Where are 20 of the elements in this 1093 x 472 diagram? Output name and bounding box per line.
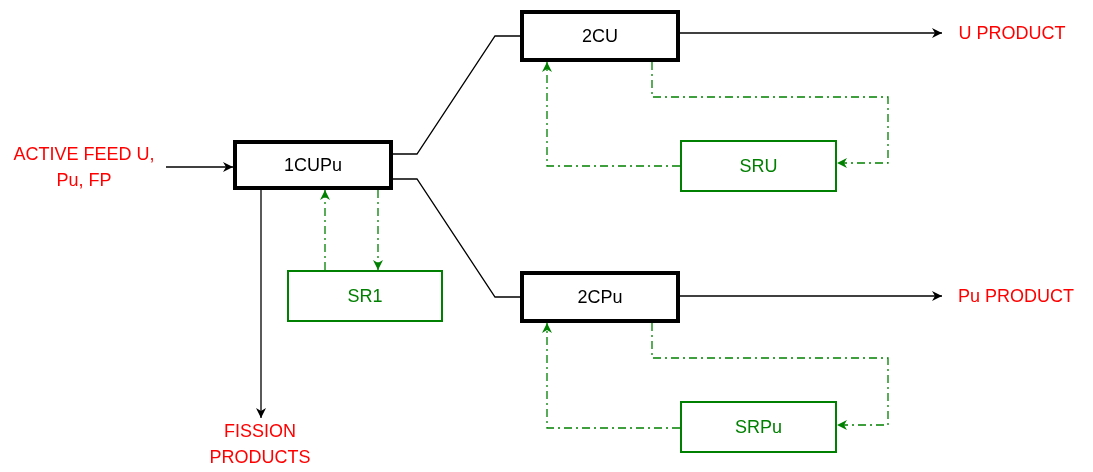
recycle-box: SRPu — [680, 401, 837, 453]
process-box: 2CPu — [520, 271, 680, 323]
process-box: 2CU — [520, 10, 680, 62]
recycle-box: SRU — [680, 140, 837, 192]
product-label: U PRODUCT — [942, 18, 1082, 48]
recycle-arrow — [373, 189, 383, 271]
recycle-arrow — [651, 61, 889, 168]
recycle-box: SR1 — [287, 270, 443, 322]
flow-arrow — [679, 291, 943, 301]
recycle-arrow — [542, 61, 681, 167]
recycle-arrow — [320, 189, 330, 271]
flow-arrow — [165, 162, 234, 172]
recycle-arrow — [542, 322, 681, 429]
process-box: 1CUPu — [233, 140, 393, 190]
flow-arrow — [256, 189, 266, 419]
product-label: FISSION PRODUCTS — [185, 418, 335, 470]
feed-label: ACTIVE FEED U, Pu, FP — [2, 140, 166, 194]
flow-arrow — [679, 28, 943, 38]
product-label: Pu PRODUCT — [942, 281, 1090, 311]
recycle-arrow — [651, 322, 889, 430]
